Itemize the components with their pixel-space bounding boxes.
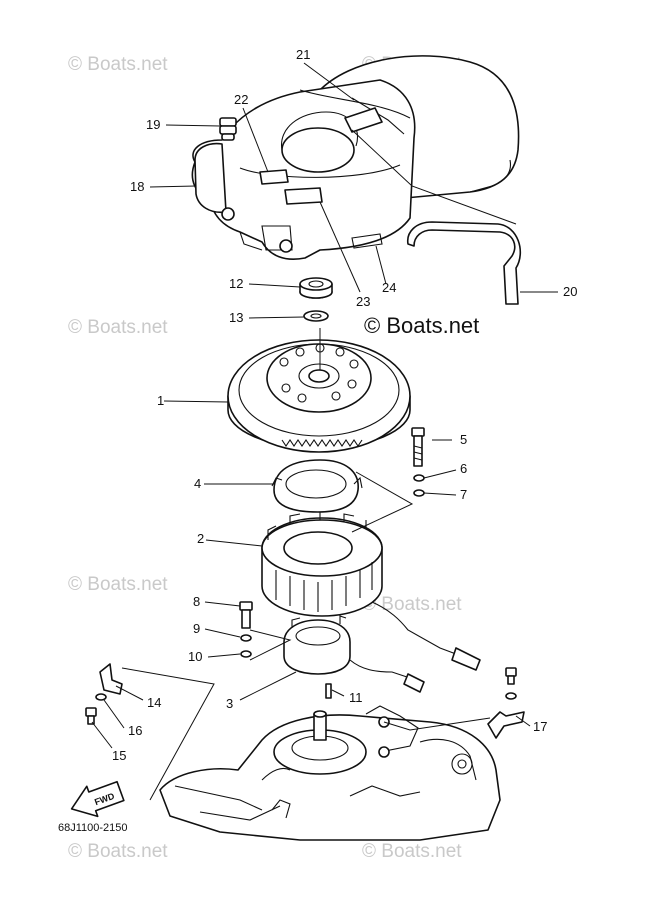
callout-22: 22 (234, 92, 248, 107)
callout-15: 15 (112, 748, 126, 763)
bracket-17 (487, 667, 525, 739)
diagram-code: 68J1100-2150 (58, 822, 128, 834)
callout-12: 12 (229, 276, 243, 291)
nut-12 (299, 277, 333, 299)
pulser-coil-3 (283, 615, 351, 675)
callout-5: 5 (460, 432, 467, 447)
callout-18: 18 (130, 179, 144, 194)
callout-7: 7 (460, 487, 467, 502)
washer-10 (240, 650, 252, 658)
callout-13: 13 (229, 310, 243, 325)
callout-16: 16 (128, 723, 142, 738)
callout-23: 23 (356, 294, 370, 309)
watermark: © Boats.net (68, 841, 168, 862)
washer-9 (240, 634, 252, 642)
leader-lines (91, 62, 558, 801)
watermark: © Boats.net (362, 841, 462, 862)
callout-10: 10 (188, 649, 202, 664)
brand-watermark: © Boats.net (364, 313, 479, 338)
washer-16 (95, 693, 107, 701)
callout-6: 6 (460, 461, 467, 476)
connector (403, 673, 425, 693)
stator-plate-4 (271, 459, 363, 513)
washer-6 (413, 474, 425, 482)
washer-13 (303, 310, 329, 322)
callout-4: 4 (194, 476, 201, 491)
callout-9: 9 (193, 621, 200, 636)
pulser-wire (349, 659, 411, 679)
flywheel-cover (191, 55, 520, 260)
bolt-15 (85, 707, 97, 725)
stator-wire (371, 601, 457, 655)
bracket-20 (407, 221, 522, 305)
callout-20: 20 (563, 284, 577, 299)
connector (451, 647, 481, 671)
callout-21: 21 (296, 47, 310, 62)
bolt-8 (239, 601, 253, 629)
callout-3: 3 (226, 696, 233, 711)
callout-2: 2 (197, 531, 204, 546)
callout-17: 17 (533, 719, 547, 734)
watermark: © Boats.net (68, 54, 168, 75)
callout-19: 19 (146, 117, 160, 132)
engine-block (159, 705, 501, 841)
washer-7 (413, 489, 425, 497)
flywheel (227, 339, 411, 453)
callout-8: 8 (193, 594, 200, 609)
fwd-arrow-icon: FWD (70, 780, 125, 818)
watermark: © Boats.net (68, 317, 168, 338)
callout-1: 1 (157, 393, 164, 408)
bolt-5 (411, 427, 425, 467)
callout-24: 24 (382, 280, 396, 295)
callout-numbers: 1 2 3 4 5 6 7 8 9 10 11 12 13 14 15 16 1… (112, 47, 577, 763)
bracket-14 (99, 663, 123, 695)
stator-2 (261, 512, 383, 617)
watermark: © Boats.net (68, 574, 168, 595)
callout-14: 14 (147, 695, 161, 710)
grommet-19 (219, 117, 237, 141)
callout-11: 11 (349, 690, 363, 705)
key-11 (325, 683, 332, 699)
